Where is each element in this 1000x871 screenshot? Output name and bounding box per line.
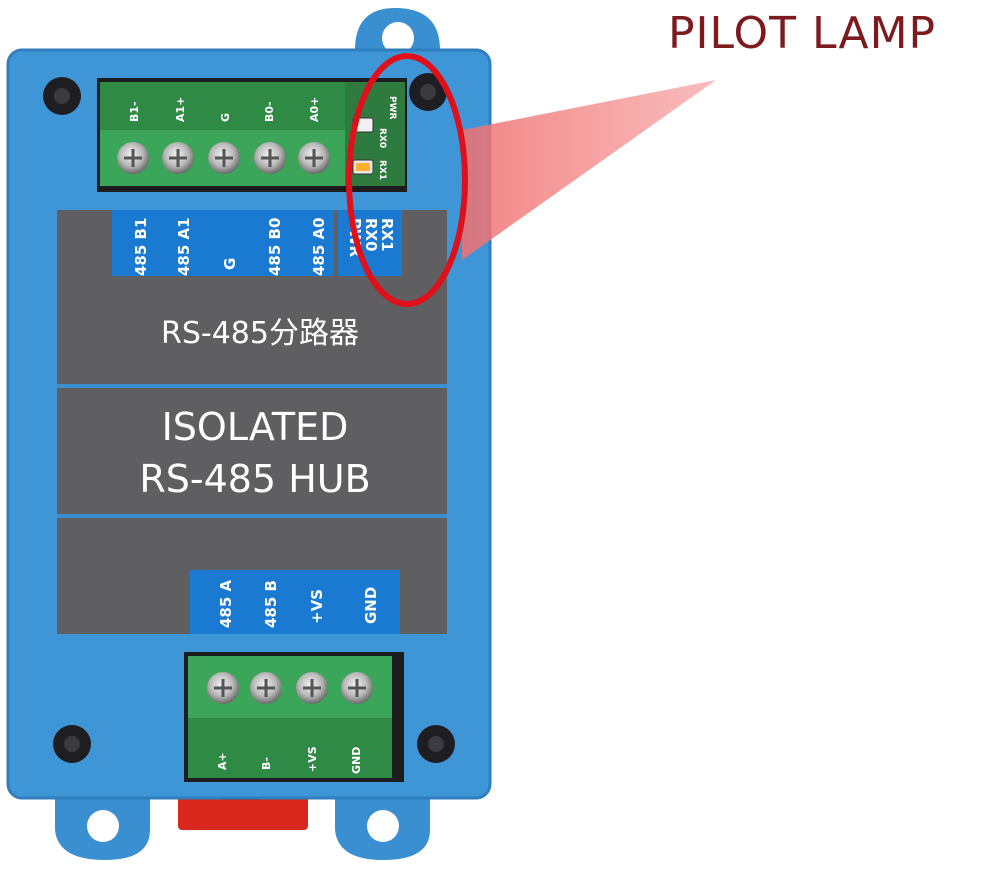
wire-label-a-plus: A+: [216, 752, 229, 770]
front-panel: [57, 210, 447, 634]
callout-title: PILOT LAMP: [668, 8, 937, 59]
bottom-terminal-block: A+ B- +VS GND: [184, 652, 404, 782]
led-label-rx0: RX0: [377, 128, 387, 148]
din-rail-clip: [178, 792, 308, 830]
wire-label-gnd: GND: [350, 747, 363, 774]
top-terminal-block: [97, 78, 407, 192]
wire-label-b-minus: B-: [260, 757, 273, 770]
wire-label-b0: B0-: [263, 101, 276, 122]
product-name-cn: RS-485分路器: [161, 316, 359, 351]
port-label-vs: +VS: [308, 589, 326, 624]
led-label-rx1: RX1: [377, 160, 387, 180]
port-label-485-a0: 485 A0: [310, 217, 328, 276]
indicator-label-rx1: RX1: [378, 218, 396, 252]
port-label-485-b: 485 B: [262, 580, 280, 628]
bottom-mounting-ear-left: [55, 790, 150, 860]
port-label-485-a1: 485 A1: [175, 217, 193, 276]
port-label-g: G: [221, 258, 239, 270]
corner-screw-holes: [43, 73, 455, 763]
wire-label-a1: A1+: [174, 97, 187, 122]
wire-label-g: G: [219, 113, 232, 122]
wire-label-a0: A0+: [308, 97, 321, 122]
wire-label-vs: +VS: [306, 746, 319, 772]
top-terminal-screws: [117, 142, 330, 174]
bottom-mounting-ear-right: [335, 790, 430, 860]
port-label-485-b0: 485 B0: [266, 218, 284, 276]
indicator-label-rx0: RX0: [362, 218, 380, 252]
led-label-pwr: PWR: [387, 96, 397, 120]
top-wire-labels: B1- A1+ G B0- A0+: [128, 97, 321, 122]
product-title-line1: ISOLATED: [162, 405, 349, 449]
indicator-leds: PWR RX0 RX1: [352, 96, 397, 180]
port-label-485-a: 485 A: [217, 579, 235, 628]
product-title-line2: RS-485 HUB: [139, 457, 370, 501]
pilot-lamp-highlight-ellipse: [346, 53, 468, 307]
callout-beam: [462, 80, 716, 260]
wire-label-b1: B1-: [128, 101, 141, 122]
bottom-port-label-band: 485 A 485 B +VS GND: [190, 570, 400, 634]
port-label-485-b1: 485 B1: [132, 218, 150, 276]
port-label-gnd: GND: [362, 587, 380, 624]
